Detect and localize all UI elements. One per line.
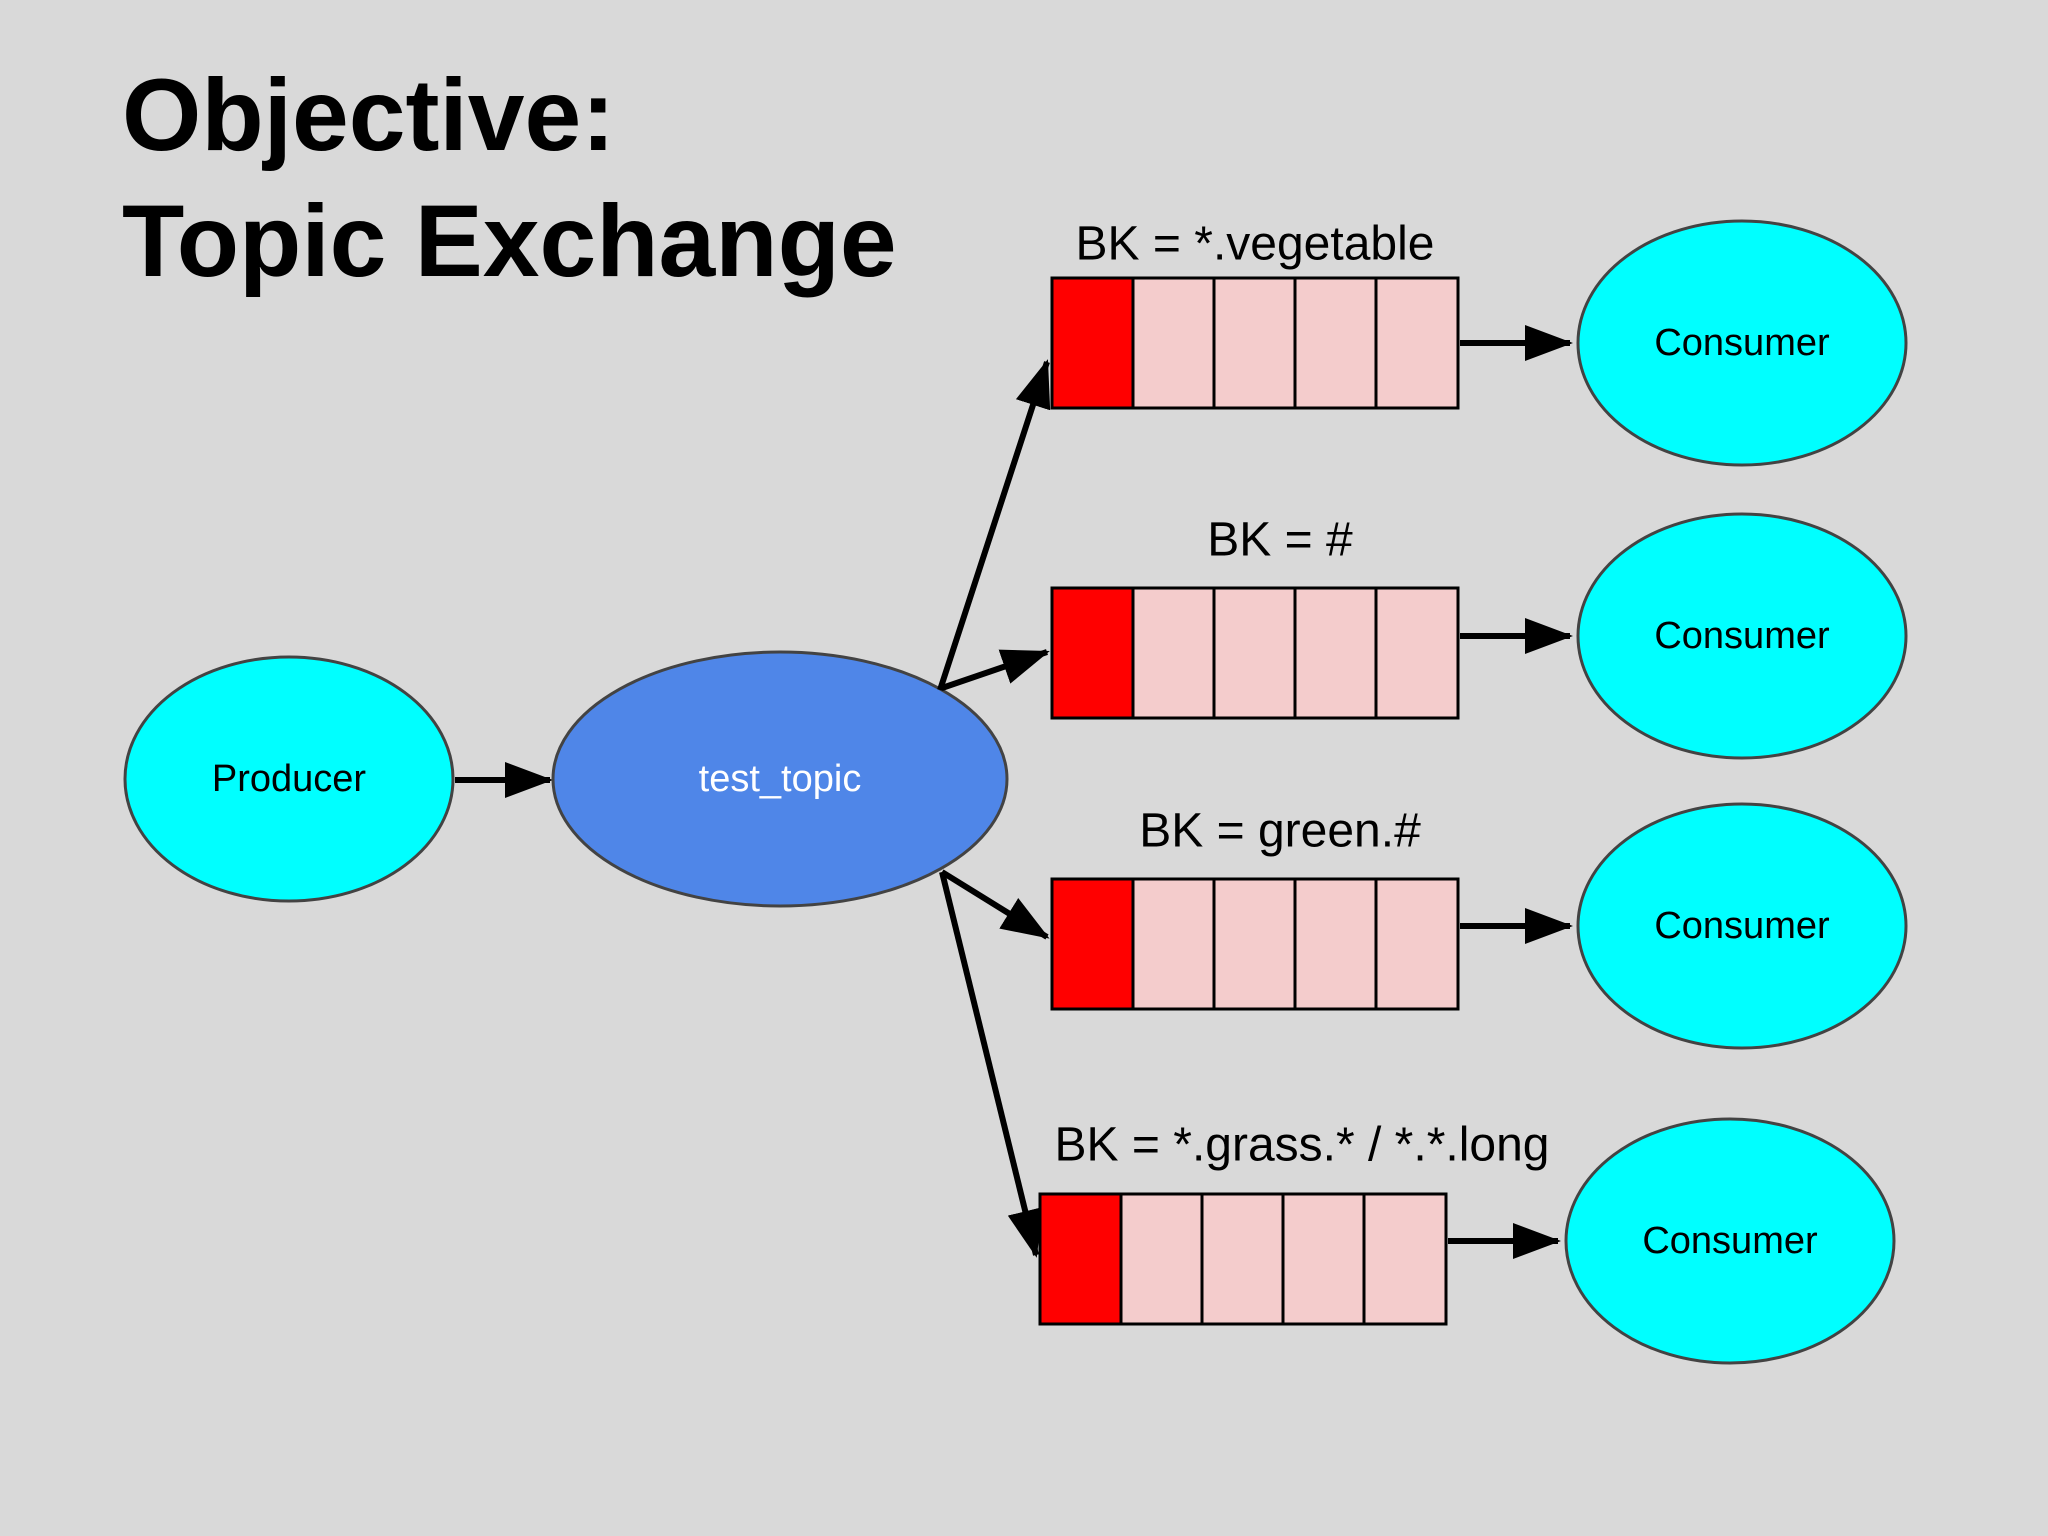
queue-1-slot-3 — [1212, 276, 1297, 410]
arrow-exchange-to-queue-2 — [941, 649, 1050, 691]
producer-label: Producer — [212, 758, 367, 800]
queue-2-slot-5 — [1374, 586, 1460, 720]
queue-4-slot-1 — [1038, 1192, 1123, 1326]
consumer-1-ellipse — [1576, 219, 1908, 467]
consumer-4-label: Consumer — [1642, 1220, 1818, 1262]
queue-3-slot-1 — [1050, 877, 1135, 1011]
consumer-2-ellipse — [1576, 512, 1908, 760]
arrow-exchange-to-queue-3 — [940, 869, 1050, 940]
consumer-4-ellipse — [1564, 1117, 1896, 1365]
consumer-2-label: Consumer — [1654, 615, 1830, 657]
queue-4-slot-4 — [1281, 1192, 1366, 1326]
queue-3: BK = green.# — [1050, 805, 1460, 1011]
producer-node: Producer — [123, 655, 455, 903]
queue-4-slot-3 — [1200, 1192, 1285, 1326]
consumer-3-label: Consumer — [1654, 905, 1830, 947]
queue-1-slot-2 — [1131, 276, 1216, 410]
queue-1: BK = *.vegetable — [1050, 218, 1460, 410]
queue-2-binding-key: BK = # — [1207, 514, 1353, 567]
exchange-label: test_topic — [699, 758, 862, 800]
queue-1-slot-4 — [1293, 276, 1378, 410]
slide-title-line-2: Topic Exchange — [122, 184, 897, 298]
exchange-ellipse — [551, 650, 1009, 908]
queue-2-slot-4 — [1293, 586, 1378, 720]
queue-4: BK = *.grass.* / *.*.long — [1038, 1119, 1550, 1326]
consumer-2-node: Consumer — [1576, 512, 1908, 760]
queue-2-slot-2 — [1131, 586, 1216, 720]
exchange-node: test_topic — [551, 650, 1009, 908]
queue-1-binding-key: BK = *.vegetable — [1076, 218, 1435, 271]
queue-3-slot-2 — [1131, 877, 1216, 1011]
queue-2-slot-3 — [1212, 586, 1297, 720]
slide-title-line-1: Objective: — [122, 58, 616, 172]
consumer-4-node: Consumer — [1564, 1117, 1896, 1365]
queue-3-slot-5 — [1374, 877, 1460, 1011]
arrow-exchange-to-queue-4 — [939, 871, 1043, 1258]
consumer-1-node: Consumer — [1576, 219, 1908, 467]
queue-3-binding-key: BK = green.# — [1139, 805, 1421, 858]
queue-4-slot-5 — [1362, 1192, 1448, 1326]
consumer-3-ellipse — [1576, 802, 1908, 1050]
queue-4-binding-key: BK = *.grass.* / *.*.long — [1055, 1119, 1550, 1172]
arrow-exchange-to-queue-1 — [937, 359, 1051, 691]
queue-1-slot-1 — [1050, 276, 1135, 410]
producer-ellipse — [123, 655, 455, 903]
consumer-3-node: Consumer — [1576, 802, 1908, 1050]
queue-3-slot-3 — [1212, 877, 1297, 1011]
queue-2-slot-1 — [1050, 586, 1135, 720]
queue-1-slot-5 — [1374, 276, 1460, 410]
consumer-1-label: Consumer — [1654, 322, 1830, 364]
queue-2: BK = # — [1050, 514, 1460, 720]
queue-3-slot-4 — [1293, 877, 1378, 1011]
queue-4-slot-2 — [1119, 1192, 1204, 1326]
